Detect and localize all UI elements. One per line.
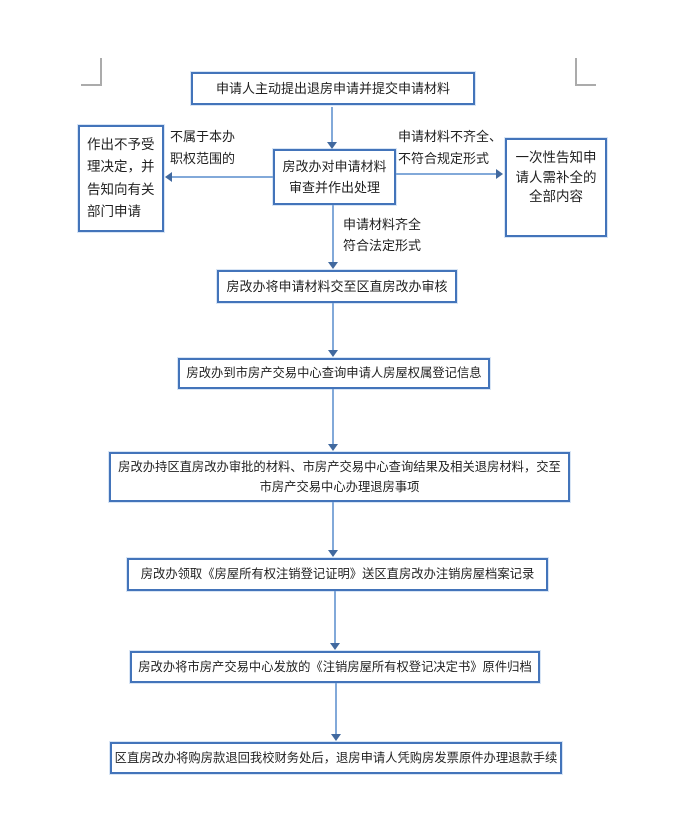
arrow-shaft	[332, 389, 334, 445]
arrow-head	[328, 350, 338, 357]
branch-label-complete: 申请材料齐全 符合法定形式	[343, 214, 421, 256]
branch-label-out-of-scope-line1: 不属于本办	[170, 129, 236, 144]
flow-node-obtain-cert-text: 房改办领取《房屋所有权注销登记证明》送区直房改办注销房屋档案记录	[140, 567, 535, 581]
arrow-head	[328, 550, 338, 557]
branch-label-incomplete-line1: 申请材料不齐全、	[398, 129, 503, 144]
arrow-shaft	[332, 205, 334, 263]
flow-node-notify-line2: 请人需补全的	[515, 169, 597, 185]
arrow-head	[330, 643, 340, 650]
arrow-head	[165, 172, 172, 182]
arrow-down-query-to-transact-icon	[328, 389, 338, 451]
arrow-shaft	[396, 173, 496, 175]
flow-node-reject-line3: 告知向有关	[87, 181, 155, 197]
branch-label-out-of-scope-line2: 职权范围的	[170, 151, 236, 166]
branch-label-incomplete: 申请材料不齐全、 不符合规定形式	[398, 126, 502, 170]
flow-node-review-line2: 审查并作出处理	[288, 180, 380, 195]
flow-node-review-line1: 房改办对申请材料	[282, 159, 387, 174]
arrow-down-review-to-submit-icon	[328, 205, 338, 269]
flow-node-transact-line2: 市房产交易中心办理退房事项	[259, 480, 420, 494]
flow-node-refund-text: 区直房改办将购房款退回我校财务处后，退房申请人凭购房发票原件办理退款手续	[114, 750, 558, 765]
flow-node-reject-line4: 部门申请	[87, 204, 141, 219]
flow-node-notify-line3: 全部内容	[529, 189, 583, 204]
arrow-head	[328, 444, 338, 451]
flow-node-transact: 房改办持区直房改办审批的材料、市房产交易中心查询结果及相关退房材料，交至 市房产…	[109, 452, 570, 502]
arrow-shaft	[332, 303, 334, 351]
arrow-head	[496, 169, 503, 179]
arrow-shaft	[334, 591, 336, 644]
arrow-right-review-to-notify-icon	[396, 169, 503, 179]
flow-node-refund: 区直房改办将购房款退回我校财务处后，退房申请人凭购房发票原件办理退款手续	[110, 742, 562, 774]
arrow-down-start-to-review-icon	[327, 107, 337, 149]
flow-node-reject-line2: 理决定，并	[87, 159, 155, 174]
arrow-shaft	[331, 107, 333, 143]
flow-node-reject-line1: 作出不予受	[87, 136, 155, 152]
arrow-down-cert-to-archive-icon	[330, 591, 340, 650]
arrow-head	[327, 142, 337, 149]
arrow-down-submit-to-query-icon	[328, 303, 338, 357]
branch-label-incomplete-line2: 不符合规定形式	[398, 151, 490, 166]
flow-node-query-registry: 房改办到市房产交易中心查询申请人房屋权属登记信息	[178, 358, 490, 389]
arrow-head	[331, 734, 341, 741]
flow-node-notify-line1: 一次性告知申	[515, 150, 597, 165]
flow-node-notify: 一次性告知申 请人需补全的 全部内容	[505, 138, 607, 237]
flow-node-reject: 作出不予受 理决定，并 告知向有关 部门申请	[78, 125, 164, 232]
flow-node-submit-district-text: 房改办将申请材料交至区直房改办审核	[226, 279, 448, 294]
arrow-down-transact-to-cert-icon	[328, 502, 338, 557]
branch-label-complete-line1: 申请材料齐全	[343, 217, 422, 232]
arrow-down-archive-to-refund-icon	[331, 683, 341, 741]
flow-node-query-registry-text: 房改办到市房产交易中心查询申请人房屋权属登记信息	[186, 366, 482, 380]
flow-node-archive-text: 房改办将市房产交易中心发放的《注销房屋所有权登记决定书》原件归档	[138, 659, 532, 674]
flow-node-archive: 房改办将市房产交易中心发放的《注销房屋所有权登记决定书》原件归档	[130, 651, 540, 683]
flow-node-obtain-cert: 房改办领取《房屋所有权注销登记证明》送区直房改办注销房屋档案记录	[127, 558, 548, 591]
flow-node-submit-district: 房改办将申请材料交至区直房改办审核	[217, 270, 457, 303]
flow-node-start-text: 申请人主动提出退房申请并提交申请材料	[215, 81, 450, 96]
crop-mark-top-left-icon	[81, 58, 102, 86]
arrow-shaft	[335, 683, 337, 735]
arrow-head	[328, 262, 338, 269]
arrow-shaft	[332, 502, 334, 551]
flow-node-start: 申请人主动提出退房申请并提交申请材料	[191, 72, 475, 105]
flow-node-review: 房改办对申请材料 审查并作出处理	[273, 149, 396, 205]
arrow-shaft	[172, 176, 273, 178]
crop-mark-top-right-icon	[575, 58, 596, 86]
flow-node-transact-line1: 房改办持区直房改办审批的材料、市房产交易中心查询结果及相关退房材料，交至	[118, 460, 561, 474]
branch-label-complete-line2: 符合法定形式	[343, 238, 422, 253]
arrow-left-review-to-reject-icon	[165, 172, 273, 182]
branch-label-out-of-scope: 不属于本办 职权范围的	[170, 126, 235, 170]
